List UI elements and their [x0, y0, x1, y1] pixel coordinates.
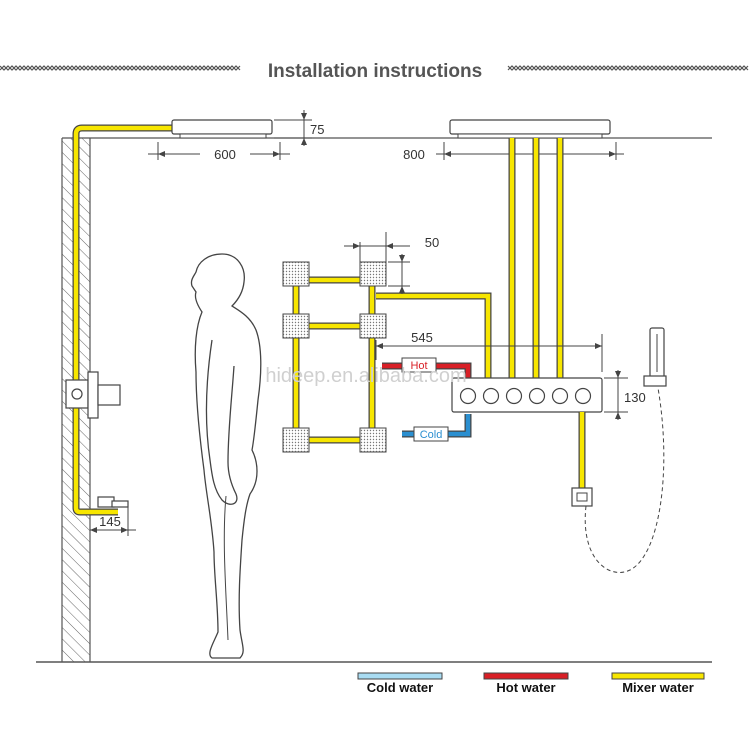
dim-130-label: 130	[624, 390, 646, 405]
rain-shower-head-large	[449, 119, 611, 139]
human-figure-arm	[205, 339, 238, 505]
dim-600-label: 600	[214, 147, 236, 162]
header: Installation instructions	[0, 61, 749, 82]
ceiling-feed-pipes	[508, 138, 564, 384]
wall-mixer-valve	[65, 371, 121, 419]
header-zigzag-right-2	[507, 65, 749, 71]
human-figure-outline	[190, 253, 262, 659]
human-figure-leg-divide	[223, 495, 229, 641]
valve-knob	[551, 387, 569, 405]
legend-label-mixer: Mixer water	[622, 680, 694, 695]
watermark: hideep.en.alibaba.com	[265, 365, 466, 387]
dimension-mixer-height: 130	[604, 370, 646, 420]
cold-tag-label: Cold	[420, 429, 443, 441]
legend-label-hot: Hot water	[496, 680, 555, 695]
dimension-large-head-width: 800	[396, 142, 624, 162]
hand-shower	[584, 327, 667, 573]
body-jet	[282, 313, 310, 339]
thermostatic-mixer-block	[451, 377, 603, 413]
body-jet	[359, 261, 387, 287]
cold-water-supply: Cold	[402, 414, 472, 442]
body-jet	[359, 427, 387, 453]
body-jets	[282, 261, 387, 453]
hand-shower-feed	[571, 412, 593, 507]
valve-knob	[505, 387, 523, 405]
hand-shower-hose	[584, 387, 665, 573]
hot-tag-label: Hot	[410, 360, 427, 372]
header-zigzag-left-2	[0, 65, 241, 71]
body-jet	[282, 427, 310, 453]
dim-50-label: 50	[425, 235, 439, 250]
body-jet	[282, 261, 310, 287]
legend-label-cold: Cold water	[367, 680, 433, 695]
legend: Cold water Hot water Mixer water	[357, 672, 705, 695]
valve-knob	[482, 387, 500, 405]
valve-knob	[459, 387, 477, 405]
dimension-small-head-width: 600	[148, 142, 290, 162]
dim-800-label: 800	[403, 147, 425, 162]
dimension-mixer-width: 545	[375, 330, 603, 372]
dim-75-label: 75	[310, 122, 324, 137]
left-mixer-pipe	[73, 125, 172, 500]
dim-545-label: 545	[411, 330, 433, 345]
valve-knob	[528, 387, 546, 405]
dimension-ceiling-gap: 75	[274, 110, 324, 146]
legend-item-hot: Hot water	[483, 672, 569, 695]
header-zigzag-left	[0, 65, 241, 71]
body-jet	[359, 313, 387, 339]
dimension-jet-spacing: 50	[344, 232, 439, 294]
body-jet-pipes	[292, 276, 492, 444]
legend-item-mixer: Mixer water	[611, 672, 705, 695]
legend-item-cold: Cold water	[357, 672, 443, 695]
valve-knob	[574, 387, 592, 405]
page-title: Installation instructions	[268, 61, 482, 82]
dimension-spout-offset: 145	[90, 506, 136, 536]
tub-spout	[97, 496, 129, 508]
header-zigzag-right	[507, 65, 749, 71]
rain-shower-head-small	[171, 119, 273, 139]
left-spout-pipe	[73, 470, 118, 515]
dim-145-label: 145	[99, 514, 121, 529]
